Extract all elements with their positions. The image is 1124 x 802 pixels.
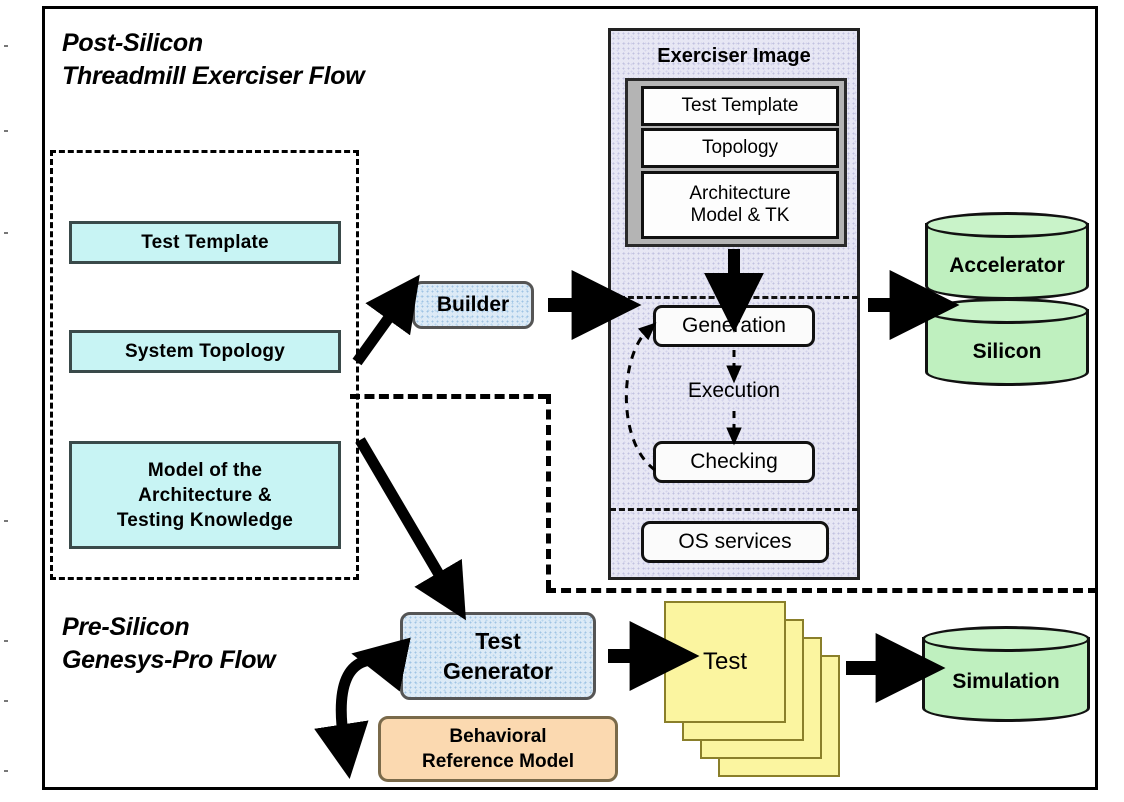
exerciser-part-test-template[interactable]: Test Template [641, 86, 839, 126]
platform-simulation-label: Simulation [952, 670, 1060, 693]
exerciser-part-architecture-model[interactable]: Architecture Model & TK [641, 171, 839, 239]
pre-silicon-flow-title-line2: Genesys-Pro Flow [62, 646, 276, 674]
post-silicon-flow-title-line2: Threadmill Exerciser Flow [62, 62, 365, 90]
test-card-label: Test [702, 648, 747, 675]
test-generator-label-line1: Test [475, 628, 521, 654]
flow-separator-vertical [546, 394, 551, 590]
exerciser-stage-checking-label: Checking [690, 450, 778, 473]
post-silicon-flow-title-line1: Post-Silicon [62, 29, 203, 57]
exerciser-image-panel-title: Exerciser Image [657, 45, 811, 67]
page-edge-mark [4, 232, 8, 234]
input-box-architecture-model[interactable]: Model of the Architecture & Testing Know… [69, 441, 341, 549]
page-edge-mark [4, 700, 8, 702]
behavioral-reference-model-line1: Behavioral [449, 726, 547, 747]
behavioral-reference-model-box[interactable]: Behavioral Reference Model [378, 716, 618, 782]
flow-separator-horizontal-lower [546, 588, 1098, 593]
cylinder-top [925, 212, 1089, 238]
platform-accelerator-cylinder[interactable]: Accelerator [925, 212, 1089, 300]
exerciser-stage-generation-label: Generation [682, 314, 786, 337]
input-box-architecture-model-line3: Testing Knowledge [116, 509, 294, 531]
input-box-architecture-model-line1: Model of the [147, 459, 263, 481]
exerciser-stage-execution: Execution [687, 379, 781, 402]
exerciser-os-services[interactable]: OS services [641, 521, 829, 563]
page-edge-mark [4, 640, 8, 642]
flow-separator-horizontal-upper [350, 394, 548, 399]
cylinder-top [922, 626, 1090, 652]
platform-simulation-cylinder[interactable]: Simulation [922, 626, 1090, 722]
input-box-test-template-label: Test Template [141, 232, 269, 253]
panel-divider-upper [610, 296, 858, 299]
input-box-system-topology-label: System Topology [125, 341, 285, 362]
page-edge-mark [4, 770, 8, 772]
platform-accelerator-label: Accelerator [949, 254, 1065, 277]
test-generator-label-line2: Generator [443, 658, 553, 684]
exerciser-part-architecture-model-line2: Model & TK [690, 205, 790, 226]
exerciser-part-topology[interactable]: Topology [641, 128, 839, 168]
exerciser-os-services-label: OS services [678, 530, 792, 553]
input-box-test-template[interactable]: Test Template [69, 221, 341, 264]
behavioral-reference-model-line2: Reference Model [421, 751, 575, 772]
builder-label: Builder [436, 293, 510, 316]
page-edge-mark [4, 130, 8, 132]
input-box-architecture-model-line2: Architecture & [138, 484, 272, 506]
exerciser-stage-generation[interactable]: Generation [653, 305, 815, 347]
page-edge-mark [4, 45, 8, 47]
builder-box[interactable]: Builder [412, 281, 534, 329]
exerciser-part-topology-label: Topology [701, 137, 779, 158]
exerciser-part-architecture-model-line1: Architecture [689, 183, 791, 204]
page-edge-mark [4, 520, 8, 522]
platform-silicon-label: Silicon [972, 340, 1042, 363]
pre-silicon-flow-title-line1: Pre-Silicon [62, 613, 190, 641]
exerciser-part-test-template-label: Test Template [681, 95, 799, 116]
test-generator-box[interactable]: Test Generator [400, 612, 596, 700]
panel-divider-lower [610, 508, 858, 511]
platform-silicon-cylinder[interactable]: Silicon [925, 298, 1089, 386]
exerciser-stage-checking[interactable]: Checking [653, 441, 815, 483]
cylinder-top [925, 298, 1089, 324]
input-box-system-topology[interactable]: System Topology [69, 330, 341, 373]
